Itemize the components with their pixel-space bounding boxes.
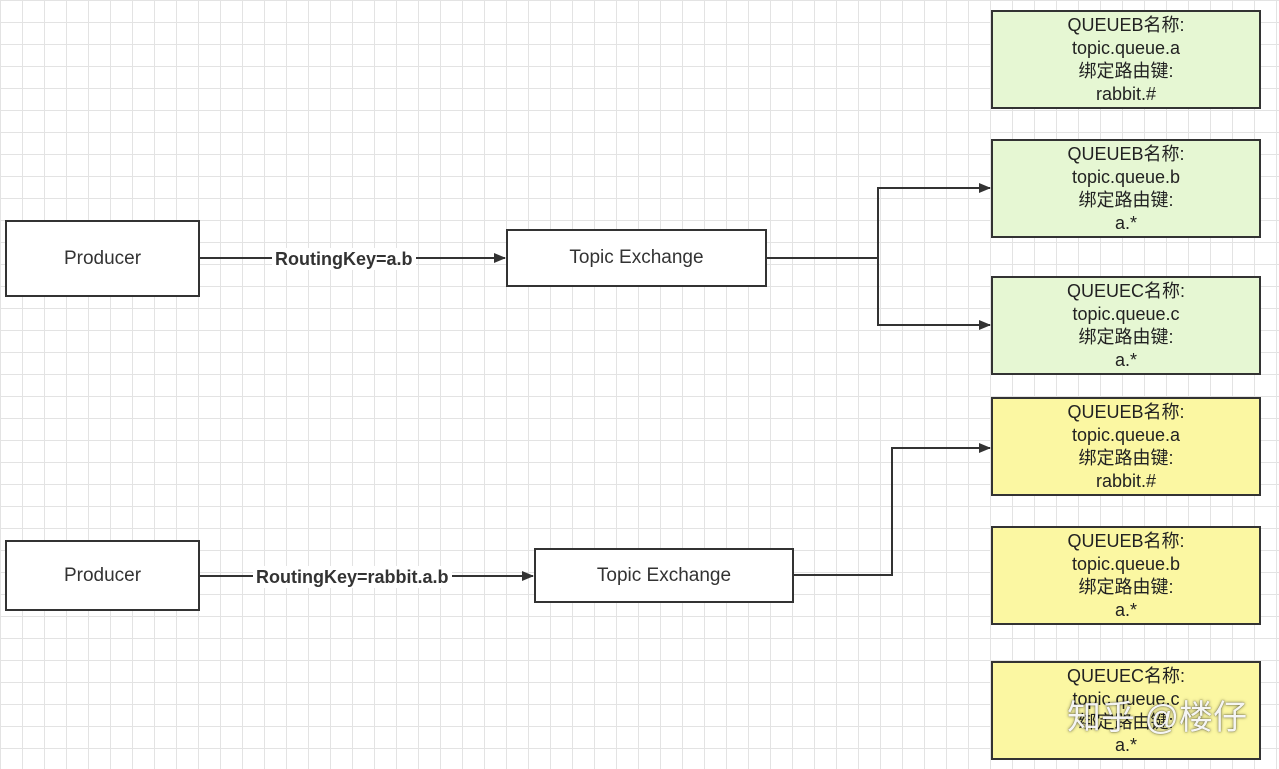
- binding-key-value: rabbit.#: [1095, 470, 1157, 491]
- producer-label: Producer: [63, 247, 142, 269]
- binding-key-label: 绑定路由键:: [1078, 189, 1174, 210]
- queue-name-label: QUEUEB名称:: [1067, 530, 1185, 551]
- binding-key-label: 绑定路由键:: [1078, 711, 1174, 732]
- queue-box-bottom-c: QUEUEC名称: topic.queue.c 绑定路由键: a.*: [991, 661, 1261, 760]
- queue-box-bottom-b: QUEUEB名称: topic.queue.b 绑定路由键: a.*: [991, 526, 1261, 625]
- queue-box-top-c: QUEUEC名称: topic.queue.c 绑定路由键: a.*: [991, 276, 1261, 375]
- queue-name-label: QUEUEC名称:: [1066, 665, 1185, 686]
- arrow-exchange-to-queue-a-bottom: [793, 443, 991, 576]
- queue-box-top-b: QUEUEB名称: topic.queue.b 绑定路由键: a.*: [991, 139, 1261, 238]
- queue-name-label: QUEUEB名称:: [1067, 14, 1185, 35]
- exchange-label: Topic Exchange: [596, 564, 732, 586]
- binding-key-label: 绑定路由键:: [1078, 447, 1174, 468]
- exchange-label: Topic Exchange: [569, 247, 704, 268]
- queue-name-value: topic.queue.b: [1071, 553, 1181, 574]
- binding-key-label: 绑定路由键:: [1078, 326, 1174, 347]
- watermark: 知乎 @楼仔: [1067, 699, 1247, 737]
- queue-box-bottom-a: QUEUEB名称: topic.queue.a 绑定路由键: rabbit.#: [991, 397, 1261, 496]
- producer-box-top: Producer: [5, 220, 200, 297]
- binding-key-value: a.*: [1114, 349, 1138, 370]
- binding-key-value: a.*: [1114, 734, 1138, 755]
- arrow-exchange-to-queue-b-top: [766, 183, 991, 259]
- binding-key-label: 绑定路由键:: [1078, 60, 1174, 81]
- queue-name-label: QUEUEB名称:: [1067, 401, 1185, 422]
- queue-name-value: topic.queue.c: [1072, 303, 1180, 324]
- arrow-exchange-to-queue-c-top: [877, 258, 991, 330]
- queue-name-label: QUEUEC名称:: [1066, 280, 1185, 301]
- queue-name-value: topic.queue.a: [1071, 37, 1181, 58]
- topic-exchange-box-top: Topic Exchange: [506, 229, 767, 287]
- queue-name-value: topic.queue.c: [1072, 688, 1180, 709]
- queue-name-value: topic.queue.a: [1071, 424, 1181, 445]
- producer-box-bottom: Producer: [5, 540, 200, 611]
- routing-key-label-bottom: RoutingKey=rabbit.a.b: [253, 566, 452, 588]
- queue-box-top-a: QUEUEB名称: topic.queue.a 绑定路由键: rabbit.#: [991, 10, 1261, 109]
- binding-key-value: rabbit.#: [1095, 83, 1157, 104]
- binding-key-value: a.*: [1114, 212, 1138, 233]
- queue-name-label: QUEUEB名称:: [1067, 143, 1185, 164]
- topic-exchange-box-bottom: Topic Exchange: [534, 548, 794, 603]
- queue-name-value: topic.queue.b: [1071, 166, 1181, 187]
- producer-label: Producer: [63, 564, 142, 586]
- routing-key-label-top: RoutingKey=a.b: [272, 248, 416, 270]
- binding-key-value: a.*: [1114, 599, 1138, 620]
- binding-key-label: 绑定路由键:: [1078, 576, 1174, 597]
